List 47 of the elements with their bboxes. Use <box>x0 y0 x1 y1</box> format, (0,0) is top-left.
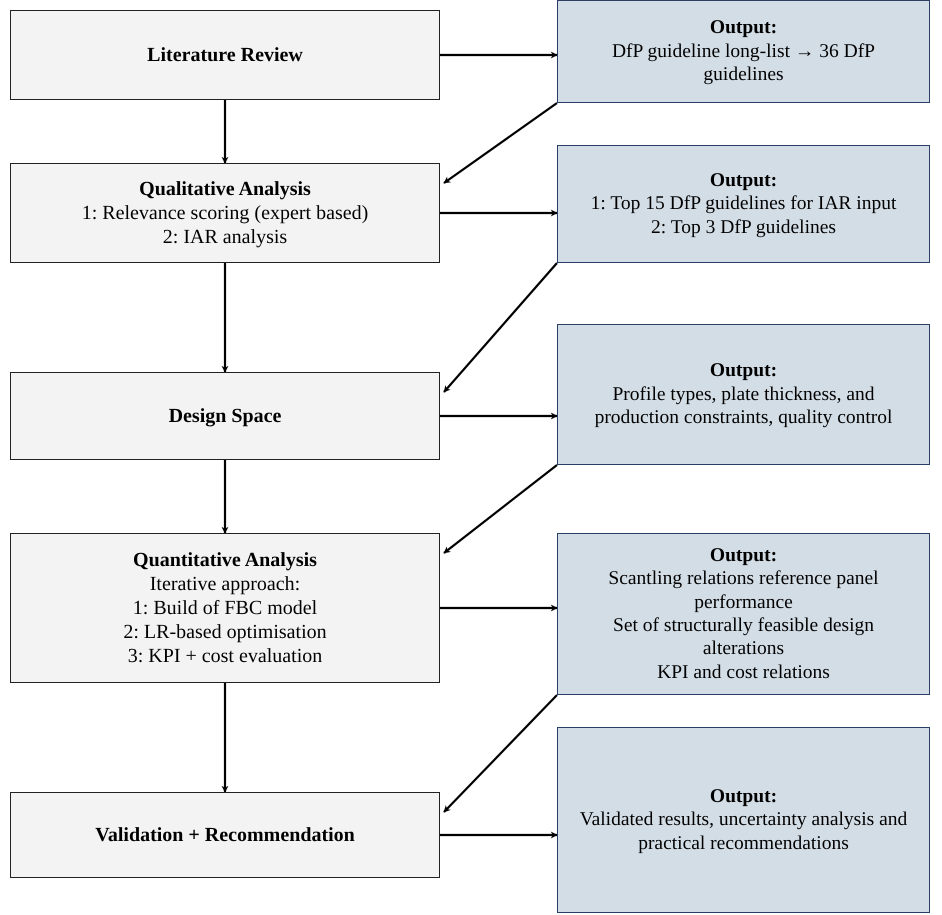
process-box <box>10 10 440 100</box>
process-box <box>10 533 440 683</box>
box-text: 2: Top 3 DfP guidelines <box>651 216 836 240</box>
box-heading: Output: <box>710 544 778 568</box>
output-box <box>557 0 930 103</box>
arrow <box>443 694 558 813</box>
arrow <box>440 412 558 420</box>
arrow <box>222 263 228 373</box>
box-title: Design Space <box>168 404 282 428</box>
output-box <box>557 727 930 913</box>
process-box <box>10 372 440 460</box>
box-heading: Output: <box>710 168 778 192</box>
box-text: Validated results, uncertainty analysis and practical recommendations <box>578 808 908 856</box>
box-text: 2: IAR analysis <box>162 225 288 249</box>
arrow <box>443 262 558 393</box>
arrow <box>440 832 558 838</box>
output-box <box>557 145 930 263</box>
box-text: DfP guideline long-list → 36 DfP guidelines <box>610 40 876 87</box>
arrow <box>440 210 558 216</box>
box-heading: Quantitative Analysis <box>133 548 317 572</box>
box-title: Validation + Recommendation <box>95 823 355 847</box>
box-text: Profile types, plate thickness, and production constraints, quality control <box>594 382 894 430</box>
arrow <box>440 52 558 58</box>
box-text: 2: LR-based optimisation <box>123 620 327 644</box>
process-box <box>10 792 440 878</box>
box-text: KPI and cost relations <box>657 660 830 684</box>
box-heading: Output: <box>710 359 778 383</box>
box-text: Set of structurally feasible design alterations <box>612 614 875 661</box>
output-box <box>557 533 930 695</box>
arrow <box>443 102 558 184</box>
arrow <box>443 464 558 554</box>
box-heading: Output: <box>710 784 778 808</box>
box-text: 1: Top 15 DfP guidelines for IAR input <box>590 192 896 216</box>
process-box <box>10 163 440 263</box>
arrow <box>222 683 228 793</box>
box-text: 1: Build of FBC model <box>132 596 318 620</box>
output-box <box>557 324 930 465</box>
box-heading: Output: <box>710 16 778 40</box>
arrow <box>222 100 228 164</box>
box-text: 1: Relevance scoring (expert based) <box>82 201 368 225</box>
arrow <box>222 460 228 534</box>
box-text: 3: KPI + cost evaluation <box>128 644 322 668</box>
box-title: Literature Review <box>147 43 303 67</box>
box-text: Iterative approach: <box>150 572 300 596</box>
arrow <box>440 604 558 612</box>
box-text: Scantling relations reference panel performance <box>607 567 880 614</box>
box-heading: Qualitative Analysis <box>139 177 311 201</box>
